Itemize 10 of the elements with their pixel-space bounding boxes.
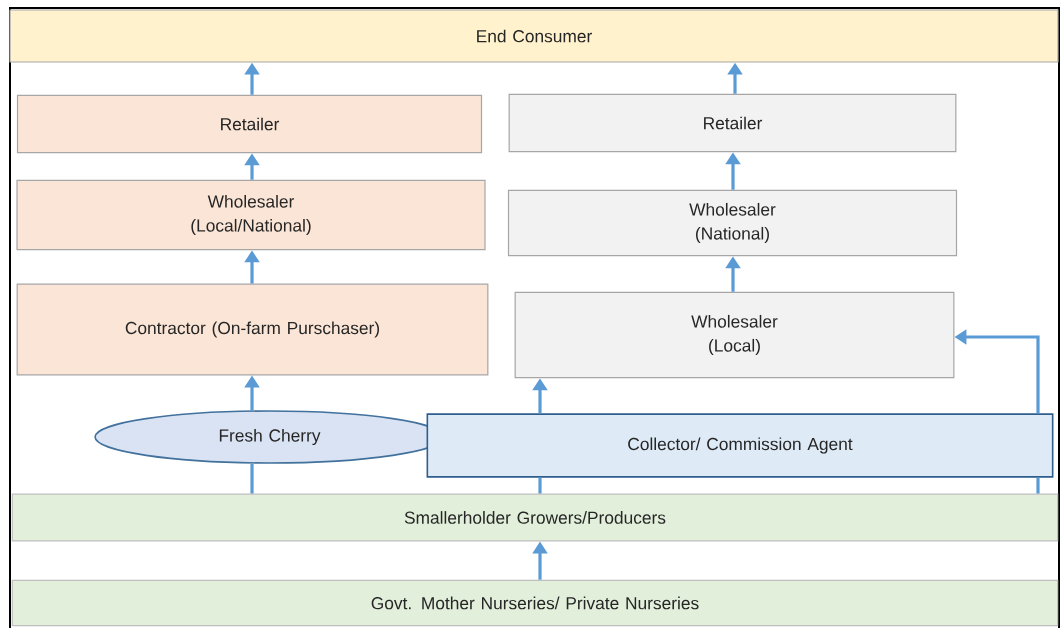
consumer-box: End Consumer [9, 9, 1059, 63]
agent-box: Collector/ Commission Agent [426, 413, 1054, 478]
process-box: Wholesaler (National) [507, 189, 958, 257]
process-box: Contractor (On-farm Purschaser) [16, 283, 489, 376]
nursery-band: Govt. Mother Nurseries/ Private Nurseries [11, 579, 1059, 627]
grower-band: Smallerholder Growers/Producers [11, 493, 1059, 542]
process-box: Wholesaler (Local/National) [16, 179, 486, 251]
process-box: Retailer [508, 93, 957, 153]
process-box: Retailer [16, 94, 483, 154]
process-box: Wholesaler (Local) [514, 291, 955, 379]
